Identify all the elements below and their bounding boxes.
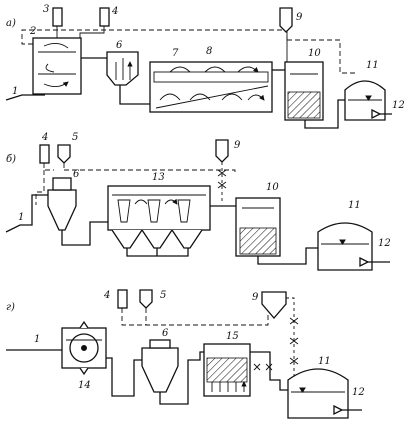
reagent-lines-a: [56, 26, 105, 38]
reagent-doser-4-c: [117, 289, 128, 309]
reagent-doser-3: [52, 7, 63, 27]
drum-top-mark: [79, 320, 89, 329]
label-a-8: 8: [206, 46, 212, 57]
level-marker-c: [299, 387, 306, 393]
contact-upflow-arrows: [211, 382, 244, 392]
label-b-9: 9: [234, 140, 241, 151]
pipe-6-15: [159, 351, 204, 405]
mixer-flow-arrows: [43, 43, 68, 86]
vortex-mixer-6: [47, 189, 77, 231]
mixer-top-c: [149, 339, 171, 349]
mixer-2: [32, 37, 82, 95]
level-marker-b: [339, 239, 346, 245]
control-line-a: [21, 29, 355, 74]
drum-bottom-mark: [79, 367, 89, 376]
level-marker-a: [365, 95, 372, 101]
label-c-9: 9: [252, 292, 259, 303]
label-a-9: 9: [296, 12, 303, 23]
label-b-5: 5: [72, 132, 78, 143]
label-a-7: 7: [172, 48, 179, 59]
pipe-10-11-b: [257, 247, 318, 265]
sludge-slope: [155, 85, 269, 109]
doser-line-9-c: [286, 297, 295, 385]
scheme-a: а) 1 3 4 2 9 6 7 8: [5, 4, 405, 129]
label-c-6: 6: [162, 328, 169, 339]
control-line-c: [121, 308, 269, 326]
label-a-4: 4: [111, 6, 118, 17]
section-label-a: а): [6, 18, 16, 29]
label-c-14: 14: [78, 380, 91, 391]
channel-8: [153, 71, 269, 83]
label-a-6: 6: [116, 40, 123, 51]
pump-b: [359, 256, 370, 268]
label-b-6: 6: [73, 169, 80, 180]
vortex-mixer-6-c: [141, 347, 179, 393]
label-a-3: 3: [43, 4, 49, 15]
label-b-12: 12: [378, 238, 391, 249]
reservoir-11-b: [317, 222, 373, 271]
reagent-doser-5-c: [139, 289, 153, 309]
doser-9-b: [215, 139, 229, 163]
scheme-b: б) 4 5 1 6 13 9 10: [5, 132, 391, 271]
label-b-10: 10: [266, 182, 279, 193]
label-b-4: 4: [41, 132, 48, 143]
label-a-11: 11: [366, 60, 379, 71]
label-c-11: 11: [318, 356, 331, 367]
section-label-b: б): [6, 154, 16, 165]
filter-media-a: [287, 91, 321, 119]
pipe-6-13: [61, 221, 108, 246]
pipe-15-11: [250, 351, 288, 391]
flocculator-flow-arrows: [115, 58, 130, 80]
doser-9-c: [261, 291, 287, 319]
label-b-1: 1: [18, 212, 24, 223]
pipe-10-11: [304, 99, 345, 129]
valve-marks-b: [217, 169, 227, 189]
clarifier-hoppers: [111, 229, 203, 249]
label-a-10: 10: [308, 48, 321, 59]
pipe-14-6: [106, 357, 142, 397]
pipe-6-7: [119, 85, 150, 105]
filter-media-b: [239, 227, 277, 255]
drum-axis: [81, 345, 87, 351]
label-a-12: 12: [392, 100, 405, 111]
reagent-doser-4: [99, 7, 110, 27]
reservoir-11-a: [344, 80, 386, 121]
label-b-11: 11: [348, 200, 361, 211]
clarifier-flow-arrows: [134, 200, 177, 204]
reagent-doser-5-b: [57, 144, 71, 164]
label-a-2: 2: [29, 26, 36, 37]
settling-flow-arrows: [159, 93, 264, 100]
pump-c: [333, 404, 344, 416]
label-a-1: 1: [12, 86, 18, 97]
clarifier-cones: [117, 199, 191, 223]
scheme-c: г) 4 5 1 14 6 15 9: [6, 289, 365, 419]
settling-tank-7: [149, 61, 273, 113]
section-label-c: г): [6, 302, 15, 313]
label-b-13: 13: [152, 172, 165, 183]
doser-9-a: [279, 7, 293, 33]
pump-a: [371, 108, 382, 120]
reagent-doser-4-b: [39, 144, 50, 164]
channel-flow-arrows: [169, 66, 258, 72]
mixer-baffles: [38, 51, 76, 75]
label-c-1: 1: [34, 334, 40, 345]
label-c-4: 4: [103, 290, 110, 301]
flocculator-6: [106, 51, 139, 86]
valve-marks-c: [289, 317, 299, 365]
mixer-top-b: [52, 177, 72, 191]
clarifier-sludge-pipe: [126, 248, 189, 257]
reservoir-11-c: [287, 368, 349, 419]
control-line-b: [35, 163, 236, 205]
label-c-5: 5: [160, 290, 166, 301]
label-c-15: 15: [226, 331, 239, 342]
inlet-pipe-b: [5, 194, 50, 233]
valve-marks-c2: [253, 363, 273, 371]
label-c-12: 12: [352, 387, 365, 398]
contact-media: [206, 357, 248, 383]
inlet-pipe-a: [5, 94, 45, 101]
